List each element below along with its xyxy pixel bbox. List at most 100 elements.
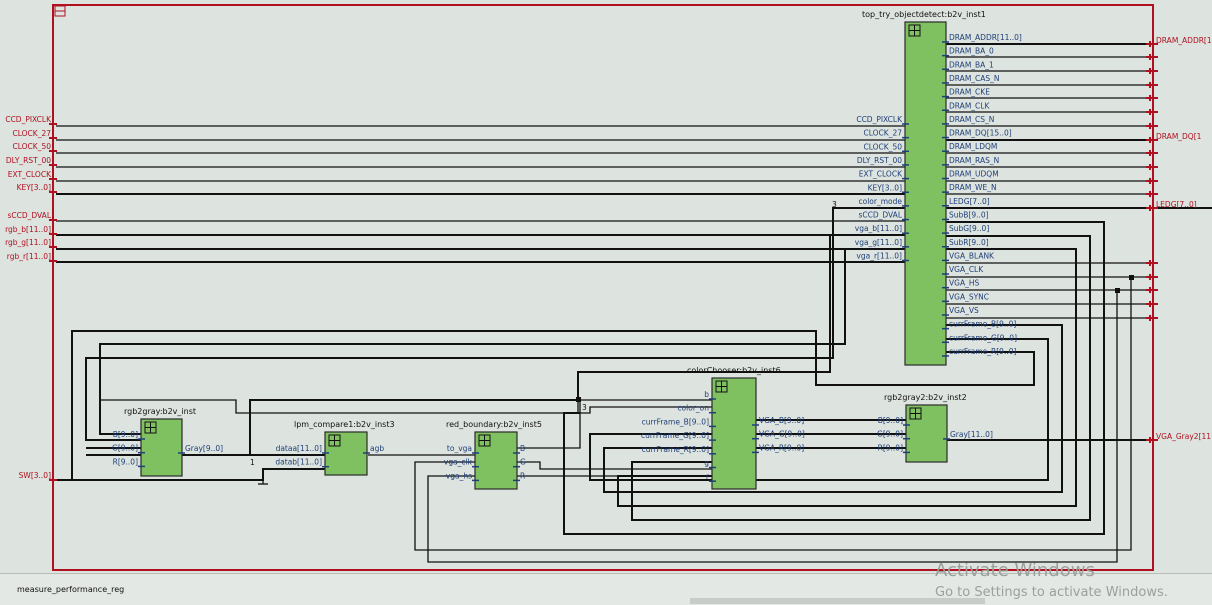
output-port-label: DRAM_BA_1 xyxy=(949,60,994,69)
input-port-label: G[9..0] xyxy=(112,444,138,453)
input-pin-label[interactable]: CLOCK_27 xyxy=(13,129,52,138)
block-title: red_boundary:b2v_inst5 xyxy=(446,420,542,429)
output-port-label: VGA_G[9..0] xyxy=(759,430,805,439)
output-port-label: Gray[9..0] xyxy=(185,444,223,453)
output-port-label: VGA_SYNC xyxy=(949,292,989,301)
input-port-label: color_on xyxy=(677,404,709,413)
output-port-label: VGA_R[9..0] xyxy=(759,443,804,452)
input-port-label: currFrame_G[9..0] xyxy=(641,431,709,440)
input-port-label: sCCD_DVAL xyxy=(858,211,902,220)
input-pin-label[interactable]: rgb_r[11..0] xyxy=(7,252,51,261)
input-port-label: CLOCK_50 xyxy=(864,142,903,151)
block-g2[interactable]: rgb2gray2:b2v_inst2B[9..0]G[9..0]R[9..0]… xyxy=(877,393,993,463)
output-port-label: VGA_VS xyxy=(949,306,979,315)
input-pin-label[interactable]: rgb_g[11..0] xyxy=(5,238,51,247)
bus-number-2: 3 xyxy=(582,403,587,412)
status-bar xyxy=(0,573,1212,605)
input-pin-label[interactable]: KEY[3..0] xyxy=(17,183,51,192)
output-port-label: DRAM_WE_N xyxy=(949,183,997,192)
output-pin-label[interactable]: VGA_Gray2[11 xyxy=(1156,432,1211,441)
input-port-label: vga_g[11..0] xyxy=(855,238,902,247)
input-pin-label[interactable]: rgb_b[11..0] xyxy=(5,225,51,234)
output-port-label: DRAM_CAS_N xyxy=(949,74,1000,83)
input-port-label: CLOCK_27 xyxy=(864,129,903,138)
output-port-label: G xyxy=(520,458,526,467)
input-pin-label[interactable]: CLOCK_50 xyxy=(13,142,52,151)
output-port-label: DRAM_UDQM xyxy=(949,170,999,179)
block-redb[interactable]: red_boundary:b2v_inst5to_vgavga_clkvga_h… xyxy=(444,420,542,490)
block-body[interactable] xyxy=(905,404,948,463)
input-pin-label[interactable]: SW[3..0] xyxy=(19,471,51,480)
block-title: rgb2gray:b2v_inst xyxy=(124,407,196,416)
output-port-label: VGA_HS xyxy=(949,279,979,288)
output-port-label: VGA_CLK xyxy=(949,265,984,274)
output-port-label: LEDG[7..0] xyxy=(949,197,990,206)
watermark-subtitle: Go to Settings to activate Windows. xyxy=(935,585,1168,600)
output-port-label: SubB[9..0] xyxy=(949,210,989,219)
input-port-label: R[9..0] xyxy=(113,457,138,466)
output-port-label: DRAM_DQ[15..0] xyxy=(949,129,1012,138)
block-title: colorChooser:b2v_inst6 xyxy=(687,366,781,375)
junction-dots xyxy=(576,275,1134,402)
output-port-label: DRAM_BA_0 xyxy=(949,47,994,56)
input-port-label: CCD_PIXCLK xyxy=(856,115,903,124)
input-pin-label[interactable]: DLY_RST_00 xyxy=(6,156,51,165)
output-pin-label[interactable]: DRAM_ADDR[1 xyxy=(1156,36,1212,45)
output-port-label: DRAM_CS_N xyxy=(949,115,994,124)
input-port-label: dataa[11..0] xyxy=(276,444,322,453)
hierarchy-label: measure_performance_reg xyxy=(17,585,125,594)
input-pin-label[interactable]: EXT_CLOCK xyxy=(8,170,52,179)
input-port-label: currFrame_B[9..0] xyxy=(642,417,709,426)
output-port-label: DRAM_CLK xyxy=(949,101,990,110)
input-port-label: color_mode xyxy=(859,197,903,206)
input-port-label: vga_clk xyxy=(444,458,473,467)
input-port-label: R[9..0] xyxy=(878,443,903,452)
input-port-label: to_vga xyxy=(447,444,472,453)
input-port-label: vga_r[11..0] xyxy=(856,252,902,261)
output-port-label: SubG[9..0] xyxy=(949,224,989,233)
block-top[interactable]: top_try_objectdetect:b2v_inst1CCD_PIXCLK… xyxy=(855,10,1022,366)
output-port-label: currFrame_G[9..0] xyxy=(949,333,1017,342)
block-body[interactable] xyxy=(711,377,757,490)
input-port-label: currFrame_R[9..0] xyxy=(642,445,709,454)
input-port-label: EXT_CLOCK xyxy=(859,170,903,179)
output-port-label: Gray[11..0] xyxy=(950,430,993,439)
input-port-label: KEY[3..0] xyxy=(868,183,902,192)
output-port-label: DRAM_ADDR[11..0] xyxy=(949,33,1022,42)
input-port-label: b xyxy=(704,390,709,399)
input-pin-label[interactable]: sCCD_DVAL xyxy=(7,211,51,220)
block-title: rgb2gray2:b2v_inst2 xyxy=(884,393,967,402)
block-body[interactable] xyxy=(140,418,183,477)
block-title: top_try_objectdetect:b2v_inst1 xyxy=(862,10,986,19)
output-port-label: currFrame_R[9..0] xyxy=(949,347,1016,356)
input-port-label: vga_b[11..0] xyxy=(855,224,902,233)
bus-number-3: 1 xyxy=(250,458,255,467)
input-port-label: datab[11..0] xyxy=(275,458,322,467)
input-port-label: B[9..0] xyxy=(878,416,903,425)
block-title: lpm_compare1:b2v_inst3 xyxy=(294,420,395,429)
block-cmp[interactable]: lpm_compare1:b2v_inst3 dataa[11..0] datab[… xyxy=(275,420,395,476)
output-port-label: SubR[9..0] xyxy=(949,238,989,247)
output-pin-label[interactable]: LEDG[7..0] xyxy=(1156,200,1197,209)
bus-number-1: 3 xyxy=(832,200,837,209)
block-body[interactable] xyxy=(324,431,368,476)
input-port-label: B[9..0] xyxy=(113,430,138,439)
output-pin-label[interactable]: DRAM_DQ[1 xyxy=(1156,132,1202,141)
output-port-label: VGA_B[9..0] xyxy=(759,416,804,425)
output-port-label: DRAM_CKE xyxy=(949,88,990,97)
input-port-label: DLY_RST_00 xyxy=(857,156,902,165)
output-port-label: DRAM_LDQM xyxy=(949,142,997,151)
input-pin-label[interactable]: CCD_PIXCLK xyxy=(5,115,52,124)
output-port-label: DRAM_RAS_N xyxy=(949,156,999,165)
block-body[interactable] xyxy=(474,431,518,490)
output-port-label: VGA_BLANK xyxy=(949,251,995,260)
input-port-label: r xyxy=(706,472,710,481)
horizontal-scrollbar[interactable] xyxy=(690,598,985,604)
wires xyxy=(56,43,1212,563)
output-port-label: R xyxy=(520,471,525,480)
io-pin-markers xyxy=(49,41,1158,483)
block-body[interactable] xyxy=(904,21,947,366)
